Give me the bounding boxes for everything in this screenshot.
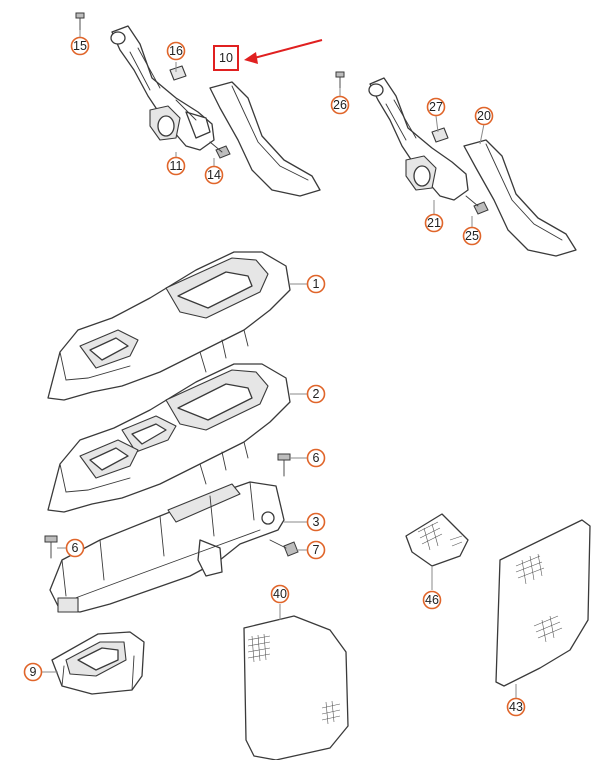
- switch-bezel-9: [51, 631, 145, 695]
- highlight-arrow-head: [244, 52, 258, 64]
- callout-6-top-label: 6: [313, 451, 320, 465]
- callout-15[interactable]: 15: [70, 36, 90, 56]
- callout-16[interactable]: 16: [166, 41, 186, 61]
- callout-14-label: 14: [207, 168, 221, 182]
- callout-40-label: 40: [273, 587, 287, 601]
- callout-layer: 15 16 10 11 14 26 27 20 21 25 1 2 6 3 6 …: [23, 36, 526, 717]
- screw-26: [335, 71, 345, 89]
- screw-14: [209, 141, 231, 159]
- callout-27-label: 27: [429, 100, 443, 114]
- callout-16-label: 16: [169, 44, 183, 58]
- callout-21-label: 21: [427, 216, 441, 230]
- highlight-box: [213, 45, 239, 71]
- callout-7[interactable]: 7: [306, 540, 326, 560]
- leader-lines: [42, 30, 517, 698]
- screw-7: [269, 539, 299, 557]
- mesh-pad-40: [243, 615, 349, 760]
- callout-11-label: 11: [170, 159, 183, 173]
- callout-43-label: 43: [509, 700, 523, 714]
- highlight-marker: [213, 39, 323, 71]
- callout-46-label: 46: [425, 593, 439, 607]
- callout-3[interactable]: 3: [306, 512, 326, 532]
- callout-40[interactable]: 40: [270, 584, 290, 604]
- screw-6-top: [277, 453, 291, 477]
- callout-46[interactable]: 46: [422, 590, 442, 610]
- bracket-21: [368, 77, 469, 201]
- callout-20-label: 20: [477, 109, 491, 123]
- callout-25-label: 25: [465, 229, 479, 243]
- callout-26-label: 26: [333, 98, 347, 112]
- switch-panel-1: [47, 251, 291, 401]
- callout-3-label: 3: [313, 515, 320, 529]
- callout-21[interactable]: 21: [424, 213, 444, 233]
- callout-2[interactable]: 2: [306, 384, 326, 404]
- screw-6-left: [44, 535, 58, 559]
- callout-2-label: 2: [313, 387, 320, 401]
- callout-15-label: 15: [73, 39, 87, 53]
- callout-25[interactable]: 25: [462, 226, 482, 246]
- callout-9-label: 9: [30, 665, 37, 679]
- callout-6-left-label: 6: [72, 541, 79, 555]
- callout-20[interactable]: 20: [474, 106, 494, 126]
- switch-panel-2: [47, 363, 291, 513]
- mesh-panel-43: [495, 519, 591, 687]
- callout-27[interactable]: 27: [426, 97, 446, 117]
- callout-7-label: 7: [313, 543, 320, 557]
- callout-6-left[interactable]: 6: [65, 538, 85, 558]
- callout-43[interactable]: 43: [506, 697, 526, 717]
- callout-26[interactable]: 26: [330, 95, 350, 115]
- callout-1[interactable]: 1: [306, 274, 326, 294]
- bracket-11: [110, 25, 215, 151]
- highlight-arrow: [253, 39, 323, 59]
- mesh-pad-46: [405, 513, 469, 567]
- callout-1-label: 1: [313, 277, 320, 291]
- callout-6-top[interactable]: 6: [306, 448, 326, 468]
- callout-14[interactable]: 14: [204, 165, 224, 185]
- screw-15: [75, 12, 85, 31]
- callout-11[interactable]: 11: [166, 156, 186, 176]
- callout-10-label: 10: [219, 51, 233, 65]
- handle-trim-10: [209, 81, 321, 197]
- callout-10[interactable]: 10: [219, 51, 233, 65]
- screw-25: [465, 195, 489, 215]
- callout-9[interactable]: 9: [23, 662, 43, 682]
- carrier-frame-3: [49, 481, 285, 613]
- handle-trim-20: [463, 139, 577, 257]
